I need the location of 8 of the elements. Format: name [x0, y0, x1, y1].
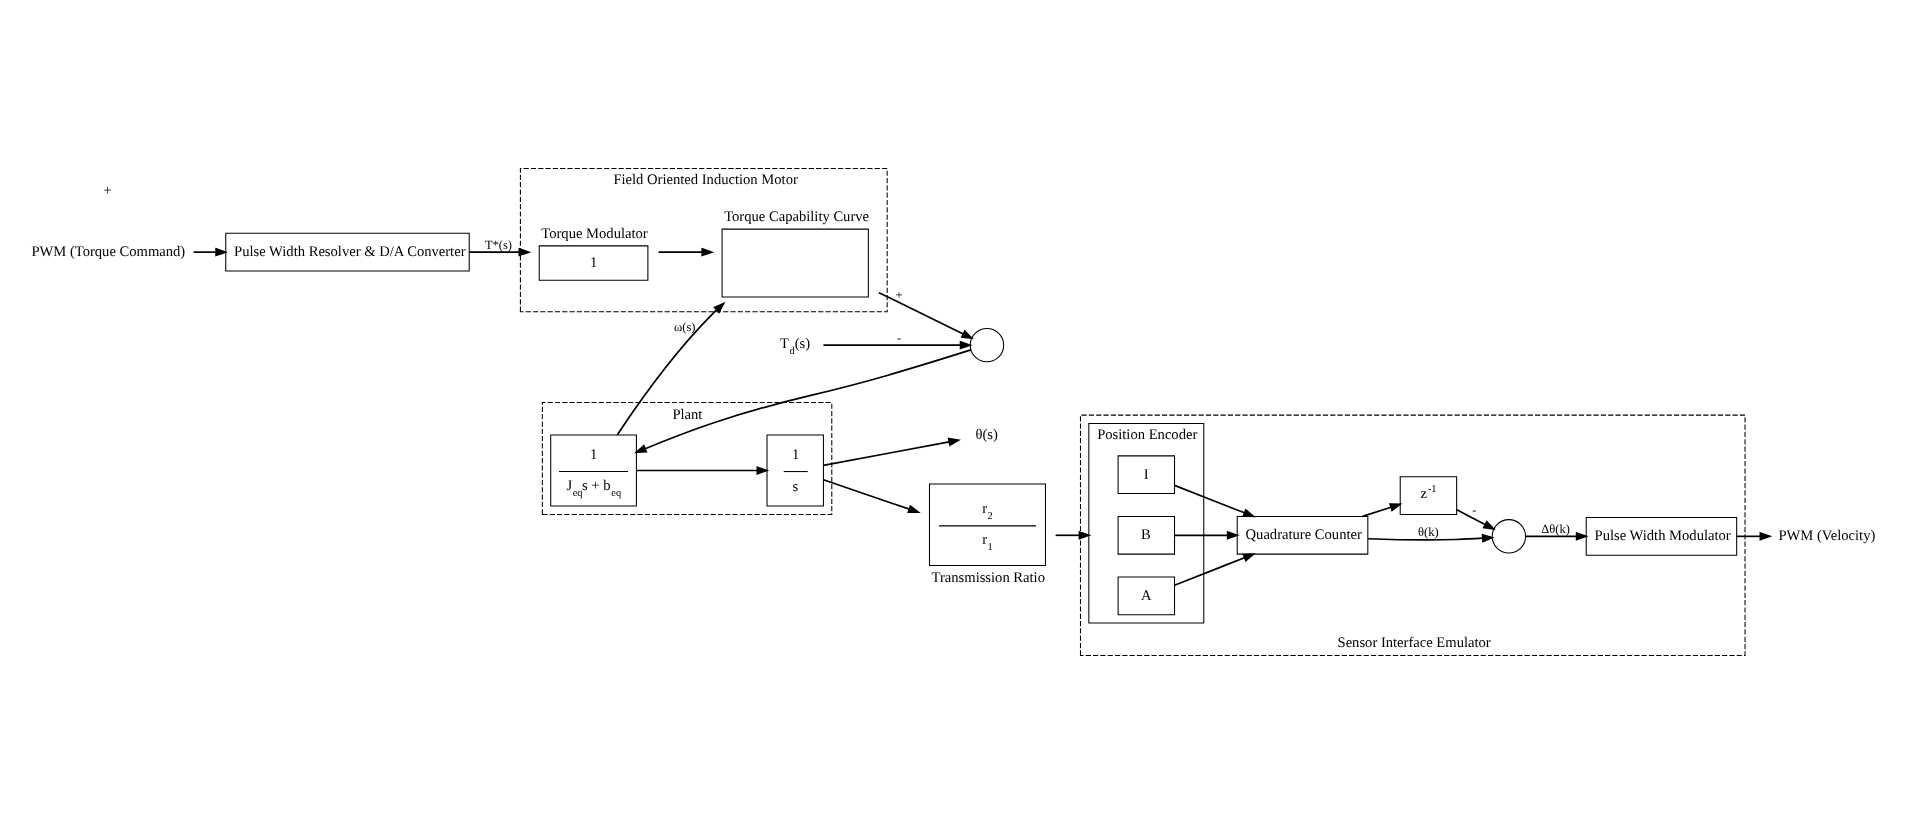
node-label: Transmission Ratio: [931, 566, 1045, 585]
node-label: Torque Modulator: [541, 222, 648, 241]
node-text: PWM (Velocity): [1778, 525, 1876, 544]
label: +: [103, 180, 112, 199]
node-text: θ(s): [975, 423, 998, 442]
node-text: PWM (Torque Command): [31, 241, 186, 259]
node-text: T$_{d}$(s): [780, 332, 811, 357]
node-label: Torque Capability Curve: [724, 205, 870, 224]
